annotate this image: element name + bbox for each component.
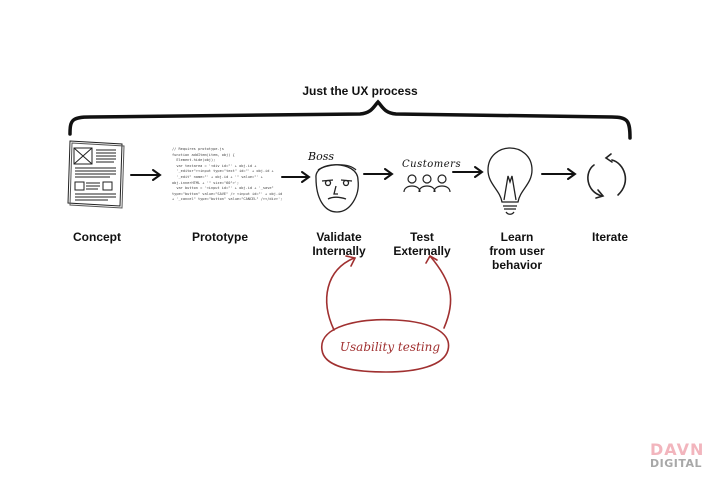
step-label-line: Internally — [312, 244, 366, 258]
code-line: var button = '<input id="' + obj.id + '_… — [172, 186, 274, 191]
step-label-line: Prototype — [191, 230, 248, 244]
brand-logo: DAVN DIGITAL — [650, 442, 704, 470]
step-label-line: Learn — [500, 230, 534, 244]
logo-wordmark-bottom: DIGITAL — [650, 457, 703, 470]
document-icon — [67, 140, 125, 209]
logo-wordmark-top: DAVN — [650, 440, 705, 459]
diagram-title: Just the UX process — [302, 84, 418, 98]
step-label-line: Test — [410, 230, 434, 244]
code-line: Element.hide(obj); — [172, 158, 216, 163]
step-label-line: from user — [489, 244, 545, 258]
code-line: '_editor"><input type="text" id="' + obj… — [172, 169, 274, 174]
step-label-line: Validate — [316, 230, 362, 244]
code-line: obj.innerHTML + '" size="60">'; — [172, 180, 240, 185]
code-line: '_edit" name="' + obj.id + '" value="' + — [172, 174, 263, 179]
cycle-icon — [587, 153, 627, 199]
step-label-concept: Concept — [42, 230, 152, 244]
boss-label: Boss — [308, 150, 334, 163]
process-brace — [68, 99, 632, 140]
customers-icon — [403, 174, 451, 193]
step-label-prototype: Prototype — [165, 230, 275, 244]
step-label-line: behavior — [491, 258, 542, 272]
code-line: // Requires prototype.js — [172, 147, 224, 151]
usability-arrows — [326, 254, 452, 331]
code-line: function addItem(item, obj) { — [172, 152, 235, 157]
usability-testing-label: Usability testing — [339, 340, 441, 354]
boss-face-icon — [315, 164, 359, 213]
step-label-line: Iterate — [591, 230, 629, 244]
code-line: var textarea = '<div id="' + obj.id + — [172, 163, 257, 168]
code-line: + '_cancel" type="button" value="CANCEL"… — [172, 197, 283, 202]
step-label-line: Concept — [73, 230, 121, 244]
customers-label: Customers — [402, 159, 462, 170]
code-line: type="button" value="SAVE" /> <input id=… — [172, 191, 283, 196]
step-label-iterate: Iterate — [555, 230, 665, 244]
usability-ellipse — [321, 318, 450, 373]
step-label-line: Externally — [393, 244, 451, 258]
lightbulb-icon — [487, 147, 533, 215]
step-arrows — [130, 166, 577, 183]
